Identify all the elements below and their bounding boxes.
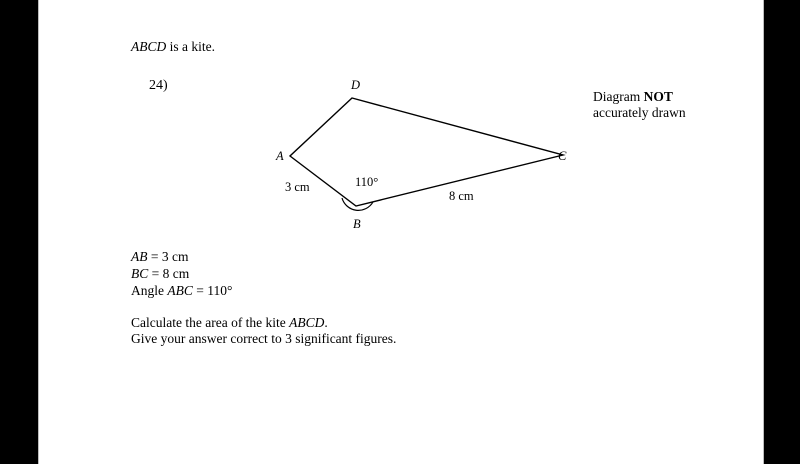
- given-bc-value: = 8 cm: [148, 266, 190, 281]
- vertex-c-label: C: [558, 149, 567, 163]
- task-line1: Calculate the area of the kite ABCD.: [131, 315, 328, 331]
- kite-diagram: D A B C 3 cm 110° 8 cm: [275, 78, 567, 231]
- task-prefix: Calculate the area of the kite: [131, 315, 290, 330]
- task-kite-name: ABCD: [289, 315, 325, 330]
- kite-outline: [288, 97, 566, 207]
- vertex-b-label: B: [353, 217, 361, 231]
- task-suffix: .: [324, 315, 328, 330]
- given-angle: Angle ABC = 110°: [131, 283, 232, 299]
- question-number: 24): [149, 78, 168, 93]
- diagram-note-line1: Diagram NOT: [593, 89, 673, 105]
- given-angle-prefix: Angle: [131, 283, 168, 298]
- worksheet-page: ABCD is a kite. 24) Diagram NOT accurate…: [38, 0, 764, 464]
- vertex-d-label: D: [350, 78, 360, 92]
- ab-length-label: 3 cm: [285, 180, 310, 194]
- intro-line: ABCD is a kite.: [131, 39, 215, 55]
- bc-length-label: 8 cm: [449, 189, 474, 203]
- given-ab-value: = 3 cm: [147, 249, 189, 264]
- given-angle-name: ABC: [167, 283, 193, 298]
- vertex-a-label: A: [275, 149, 284, 163]
- note-not: NOT: [643, 89, 673, 104]
- given-bc-name: BC: [131, 266, 149, 281]
- given-ab-name: AB: [131, 249, 148, 264]
- diagram-note-line2: accurately drawn: [593, 105, 686, 120]
- intro-text: is a kite.: [166, 39, 215, 54]
- angle-b-label: 110°: [355, 175, 378, 189]
- kite-name: ABCD: [131, 39, 167, 54]
- task-line2: Give your answer correct to 3 significan…: [131, 331, 397, 346]
- given-ab: AB = 3 cm: [131, 249, 188, 265]
- given-bc: BC = 8 cm: [131, 266, 189, 282]
- note-prefix: Diagram: [593, 89, 644, 104]
- angle-b-arc: [341, 197, 374, 211]
- given-angle-value: = 110°: [192, 283, 233, 298]
